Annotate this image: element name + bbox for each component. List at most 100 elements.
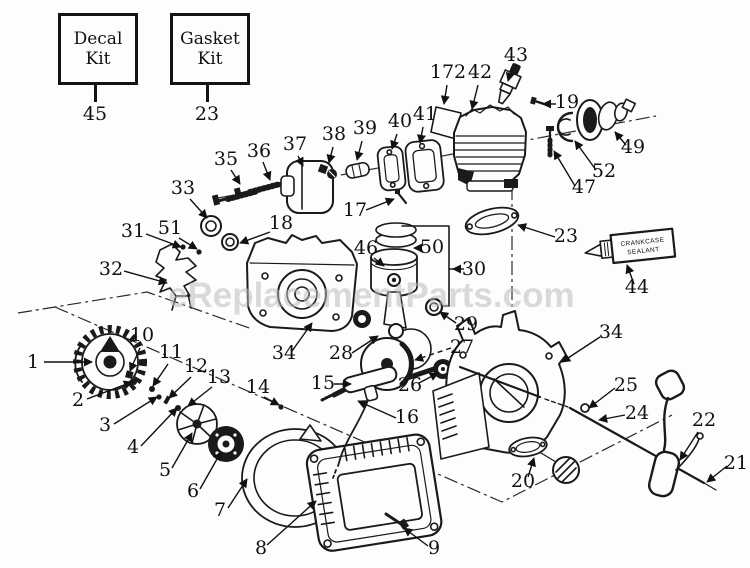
part-callout-49: 49 [621, 136, 645, 158]
leader-line-28 [351, 335, 379, 354]
sealant-tube-text-line2: SEALANT [627, 246, 660, 256]
leader-line-2 [86, 380, 133, 400]
spark-plug-drawing [497, 63, 522, 105]
leader-line-31 [145, 233, 182, 249]
part-callout-27: 27 [450, 336, 474, 358]
leader-line-52 [574, 140, 597, 171]
part-callout-22: 22 [692, 409, 716, 431]
leader-line-29 [439, 311, 457, 324]
decal-kit-number: 45 [82, 103, 108, 125]
leader-line-40 [390, 133, 399, 150]
leader-line-10 [129, 347, 141, 372]
part-callout-2: 2 [72, 389, 84, 411]
leader-line-27 [414, 347, 452, 362]
part-callout-8: 8 [255, 537, 267, 559]
crankcase-left-drawing [246, 234, 371, 332]
leader-line-11 [152, 363, 169, 387]
leader-line-43 [505, 66, 515, 82]
spacer-39-drawing [345, 161, 370, 179]
seal-ring-52-drawing [556, 111, 574, 143]
part-callout-4: 4 [127, 436, 139, 458]
cylinder-gasket-drawing [464, 206, 520, 236]
part-callout-47: 47 [572, 176, 596, 198]
part-callout-21: 21 [724, 452, 748, 474]
leader-line-34 [561, 336, 601, 363]
throttle-rod-drawing [458, 365, 717, 491]
leader-line-9 [403, 527, 429, 547]
part-callout-13: 13 [207, 366, 231, 388]
gasket-kit-line2: Kit [197, 49, 223, 69]
leader-line-18 [239, 231, 271, 245]
leader-line-26 [418, 372, 439, 384]
leader-line-17 [365, 197, 395, 211]
leader-line-6 [199, 451, 222, 490]
part-callout-52: 52 [592, 160, 616, 182]
decal-kit-line2: Kit [85, 49, 111, 69]
leader-line-46 [373, 257, 385, 267]
leader-line-16 [357, 400, 397, 419]
plate-40-drawing [376, 145, 407, 192]
part-callout-39: 39 [353, 117, 377, 139]
leader-line-38 [326, 146, 336, 164]
leader-line-33 [189, 198, 208, 219]
seal-29-drawing [424, 297, 444, 317]
part-callout-18: 18 [269, 212, 293, 234]
part-callout-37: 37 [283, 133, 307, 155]
leader-line-14 [263, 396, 280, 406]
part-callout-7: 7 [214, 499, 226, 521]
screw-47-drawing [546, 126, 554, 158]
part-callout-46: 46 [354, 237, 378, 259]
sealant-tube-text-line1: CRANKCASE [620, 237, 665, 249]
leader-line-39 [354, 140, 364, 161]
part-callout-34: 34 [272, 342, 296, 364]
leader-line-13 [187, 386, 213, 407]
leader-line-41 [417, 126, 426, 144]
decal-kit-box: Decal Kit [58, 13, 138, 85]
part-callout-12: 12 [184, 355, 208, 377]
leader-line-5 [171, 432, 193, 469]
decal-kit-stem [94, 82, 97, 102]
leader-line-35 [230, 169, 241, 185]
isolator-49-drawing [576, 98, 637, 141]
screw-17-drawing [395, 189, 408, 205]
leader-line-20 [527, 457, 536, 478]
leader-line-51 [178, 237, 198, 250]
part-callout-32: 32 [99, 258, 123, 280]
part-callout-172: 172 [430, 61, 466, 83]
leader-line-24 [598, 413, 626, 423]
part-callout-44: 44 [625, 276, 649, 298]
leader-line-4 [140, 407, 178, 447]
nut-38-drawing [317, 163, 337, 179]
part-callout-23: 23 [554, 225, 578, 247]
part-callout-10: 10 [130, 324, 154, 346]
leader-line-8 [266, 500, 317, 546]
gasket-kit-box: Gasket Kit [170, 13, 250, 85]
part-callout-26: 26 [398, 374, 422, 396]
part-callout-17: 17 [343, 199, 367, 221]
leader-line-36 [262, 161, 272, 181]
part-callout-1: 1 [27, 351, 39, 373]
leader-line-44 [625, 264, 635, 285]
part-callout-31: 31 [121, 220, 145, 242]
part-callout-5: 5 [159, 459, 171, 481]
part-callout-50: 50 [420, 236, 444, 258]
leader-line-172 [440, 84, 450, 105]
part-callout-20: 20 [511, 470, 535, 492]
part-callout-33: 33 [171, 177, 195, 199]
piston-drawing [370, 248, 418, 297]
crankcase-right-drawing [432, 310, 567, 460]
part-callout-24: 24 [625, 402, 649, 424]
air-box-drawing [280, 160, 334, 214]
mount-bolts-drawing [211, 179, 292, 206]
leader-line-37 [295, 155, 304, 167]
part-callout-29: 29 [454, 313, 478, 335]
leader-line-34 [291, 322, 313, 352]
gasket-kit-stem [206, 82, 209, 102]
part-callout-36: 36 [247, 140, 271, 162]
gasket-kit-line1: Gasket [180, 29, 240, 49]
leader-line-7 [227, 478, 248, 509]
part-callout-16: 16 [395, 406, 419, 428]
